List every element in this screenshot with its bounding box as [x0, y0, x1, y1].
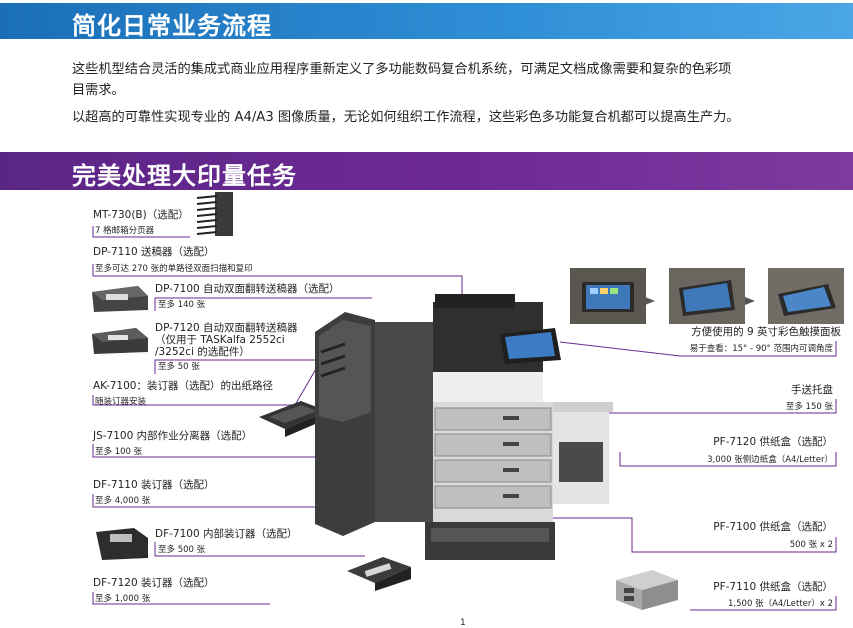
accessory-detail: 至多 140 张	[158, 300, 206, 310]
accessory-detail: 至多 50 张	[158, 362, 200, 372]
accessory-detail: 1,500 张（A4/Letter）x 2	[728, 599, 833, 609]
accessory-name: DP-7110 送稿器（选配）	[93, 246, 215, 258]
accessory-detail: 至多 4,000 张	[95, 496, 151, 506]
accessory-name: 手送托盘	[791, 384, 833, 396]
paragraph-line: 这些机型结合灵活的集成式商业应用程序重新定义了多功能数码复合机系统，可满足文档成…	[72, 62, 732, 77]
accessory-name: DF-7120 装订器（选配）	[93, 577, 215, 589]
finisher-tray-image	[347, 557, 411, 591]
accessory-detail: 易于查看：15° - 90° 范围内可调角度	[689, 344, 833, 354]
touch-panel-photo	[570, 268, 646, 324]
duplex-feeder-image	[92, 328, 148, 354]
page-number: 1	[460, 618, 466, 628]
accessory-detail: 至多 500 张	[158, 545, 206, 555]
paragraph-line: 目需求。	[72, 83, 125, 98]
accessory-detail: 500 张 x 2	[789, 540, 833, 550]
accessory-detail: 3,000 张侧边纸盒（A4/Letter）	[707, 455, 833, 465]
accessory-name: 方便使用的 9 英寸彩色触摸面板	[691, 326, 841, 338]
accessory-detail: 至多 150 张	[785, 402, 833, 412]
paper-feeder-image	[616, 570, 678, 610]
accessory-name: PF-7110 供纸盒（选配）	[713, 581, 833, 593]
accessory-name: AK-7100：装订器（选配）的出纸路径	[93, 380, 273, 392]
section-title: 简化日常业务流程	[72, 12, 272, 40]
accessory-detail: 7 格邮箱分页器	[95, 226, 155, 236]
touch-panel-photo	[669, 268, 745, 324]
accessory-detail: 至多 1,000 张	[95, 594, 151, 604]
accessory-name: DP-7100 自动双面翻转送稿器（选配）	[155, 283, 340, 295]
mfp-printer-image	[315, 294, 613, 560]
accessory-name: MT-730(B)（选配）	[93, 209, 189, 221]
accessory-name: /3252ci 的选配件）	[155, 346, 250, 358]
accessory-detail: 随装订器安装	[95, 397, 147, 407]
accessory-name: JS-7100 内部作业分离器（选配）	[93, 430, 253, 442]
accessory-name: DP-7120 自动双面翻转送稿器	[155, 322, 298, 334]
section-banner-high-volume: 完美处理大印量任务	[0, 152, 853, 190]
mailbox-sorter-image	[196, 192, 233, 236]
accessory-name: （仅用于 TASKalfa 2552ci	[155, 334, 285, 346]
accessory-detail: 至多可达 270 张的单路径双面扫描和复印	[95, 264, 253, 274]
document-feeder-image	[92, 286, 148, 312]
accessory-detail: 至多 100 张	[95, 447, 143, 457]
touch-panel-photo	[768, 268, 844, 324]
section-title: 完美处理大印量任务	[72, 162, 297, 190]
accessory-name: DF-7110 装订器（选配）	[93, 479, 215, 491]
inner-finisher-image	[96, 528, 148, 560]
paragraph-line: 以超高的可靠性实现专业的 A4/A3 图像质量，无论如何组织工作流程，这些彩色多…	[72, 110, 740, 125]
accessory-name: PF-7120 供纸盒（选配）	[713, 436, 833, 448]
accessory-name: DF-7100 内部装订器（选配）	[155, 528, 298, 540]
accessory-name: PF-7100 供纸盒（选配）	[713, 521, 833, 533]
section-banner-workflow: 简化日常业务流程	[0, 3, 853, 40]
